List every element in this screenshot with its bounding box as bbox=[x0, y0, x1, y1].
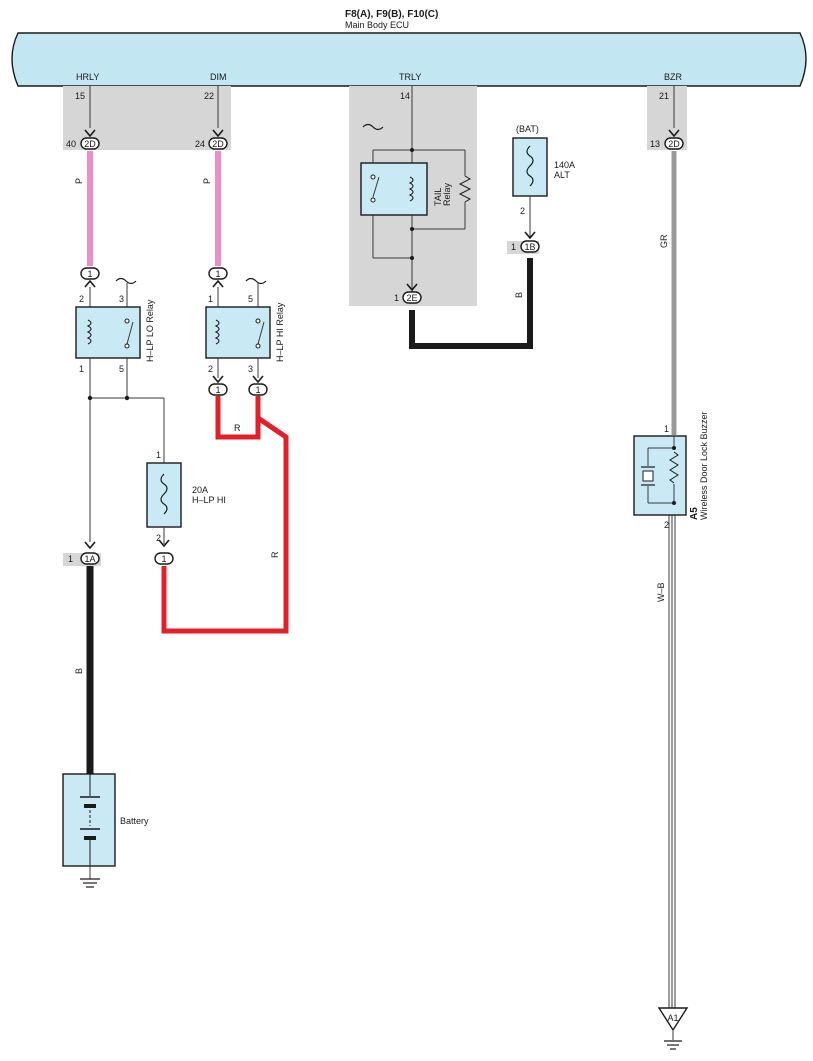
svg-text:H–LP HI Relay: H–LP HI Relay bbox=[275, 302, 285, 362]
junction-j1: 2D 40 bbox=[66, 129, 100, 150]
svg-text:1: 1 bbox=[215, 269, 220, 279]
svg-text:2D: 2D bbox=[668, 139, 680, 149]
svg-text:2E: 2E bbox=[406, 293, 417, 303]
lo-relay-lower-wiring bbox=[87, 358, 165, 542]
svg-text:TAIL: TAIL bbox=[433, 188, 443, 206]
pin-15: 15 bbox=[75, 91, 85, 101]
svg-text:1B: 1B bbox=[524, 242, 535, 252]
wire-label-p-right: P bbox=[202, 178, 212, 184]
svg-text:1: 1 bbox=[208, 294, 213, 304]
wire-label-gr: GR bbox=[659, 234, 669, 248]
junction-j2: 2D 24 bbox=[195, 129, 228, 150]
wire-label-r-top: R bbox=[234, 423, 241, 433]
battery: Battery bbox=[62, 773, 149, 867]
wire-label-r-vert: R bbox=[270, 551, 280, 558]
ecu-terminal-hrly: HRLY bbox=[76, 72, 99, 82]
svg-text:1: 1 bbox=[511, 242, 516, 252]
pin-21: 21 bbox=[659, 91, 669, 101]
svg-text:H–LP LO Relay: H–LP LO Relay bbox=[145, 299, 155, 362]
pin-14: 14 bbox=[400, 91, 410, 101]
svg-text:13: 13 bbox=[650, 139, 660, 149]
wire-b-tail-alt bbox=[409, 258, 533, 349]
svg-text:ALT: ALT bbox=[554, 170, 570, 180]
svg-text:2: 2 bbox=[208, 364, 213, 374]
tail-relay: TAIL Relay bbox=[360, 123, 472, 260]
ground-icon bbox=[80, 866, 100, 888]
svg-text:2: 2 bbox=[664, 520, 669, 530]
svg-text:1: 1 bbox=[394, 293, 399, 303]
ecu-connector-codes: F8(A), F9(B), F10(C) bbox=[345, 9, 438, 20]
ecu-terminal-trly: TRLY bbox=[399, 72, 421, 82]
svg-text:2: 2 bbox=[156, 533, 161, 543]
svg-text:1: 1 bbox=[664, 424, 669, 434]
wire-label-b-right: B bbox=[514, 292, 524, 298]
svg-text:1A: 1A bbox=[84, 554, 95, 564]
pin-22: 22 bbox=[204, 91, 214, 101]
wire-r-fuse bbox=[161, 415, 289, 634]
svg-text:3: 3 bbox=[119, 294, 124, 304]
hlp-hi-relay: 1 1 5 2 3 H–LP HI Relay 1 1 bbox=[205, 267, 285, 396]
ecu-terminal-bzr: BZR bbox=[664, 72, 683, 82]
svg-text:5: 5 bbox=[248, 294, 253, 304]
svg-text:1: 1 bbox=[215, 385, 220, 395]
svg-text:24: 24 bbox=[195, 139, 205, 149]
svg-text:H–LP HI: H–LP HI bbox=[192, 495, 226, 505]
svg-text:Wireless Door Lock Buzzer: Wireless Door Lock Buzzer bbox=[699, 411, 709, 520]
ecu-name: Main Body ECU bbox=[345, 20, 409, 30]
svg-text:1: 1 bbox=[156, 450, 161, 460]
svg-text:140A: 140A bbox=[554, 160, 575, 170]
wire-label-wb: W–B bbox=[656, 582, 666, 602]
svg-text:1: 1 bbox=[161, 554, 166, 564]
junction-j5: 1B 1 bbox=[511, 231, 540, 253]
svg-text:1: 1 bbox=[87, 269, 92, 279]
svg-text:A1: A1 bbox=[667, 1013, 678, 1023]
svg-text:Relay: Relay bbox=[442, 182, 452, 206]
ground-point-a1: A1 bbox=[657, 1007, 689, 1050]
svg-text:Battery: Battery bbox=[120, 816, 149, 826]
svg-text:2: 2 bbox=[79, 294, 84, 304]
svg-text:20A: 20A bbox=[192, 485, 208, 495]
svg-text:1: 1 bbox=[255, 385, 260, 395]
buzzer-a5: 1 2 A5 Wireless Door Lock Buzzer bbox=[633, 411, 709, 530]
svg-text:1: 1 bbox=[79, 364, 84, 374]
ecu-terminal-dim: DIM bbox=[210, 72, 227, 82]
svg-text:40: 40 bbox=[66, 139, 76, 149]
junction-j4: 2E 1 bbox=[394, 283, 422, 304]
svg-text:2D: 2D bbox=[212, 139, 224, 149]
svg-text:(BAT): (BAT) bbox=[516, 124, 539, 134]
junction-j3: 2D 13 bbox=[650, 129, 684, 150]
svg-text:1: 1 bbox=[68, 554, 73, 564]
junction-j6: 1A 1 bbox=[68, 541, 100, 565]
wire-r-hi-relay bbox=[215, 396, 261, 440]
svg-text:2: 2 bbox=[520, 206, 525, 216]
svg-text:3: 3 bbox=[248, 364, 253, 374]
svg-text:5: 5 bbox=[119, 364, 124, 374]
svg-text:A5: A5 bbox=[689, 507, 700, 520]
ecu-bar bbox=[11, 32, 807, 87]
fuse-140a-alt: (BAT) 140A ALT 2 bbox=[512, 124, 575, 238]
svg-text:2D: 2D bbox=[84, 139, 96, 149]
wire-label-b-left: B bbox=[74, 668, 84, 674]
fuse-20a-hlp-hi: 1 20A H–LP HI 2 1 bbox=[146, 450, 226, 565]
wire-label-p-left: P bbox=[74, 178, 84, 184]
hlp-lo-relay: 1 2 3 1 5 H–LP LO Relay bbox=[75, 267, 155, 374]
